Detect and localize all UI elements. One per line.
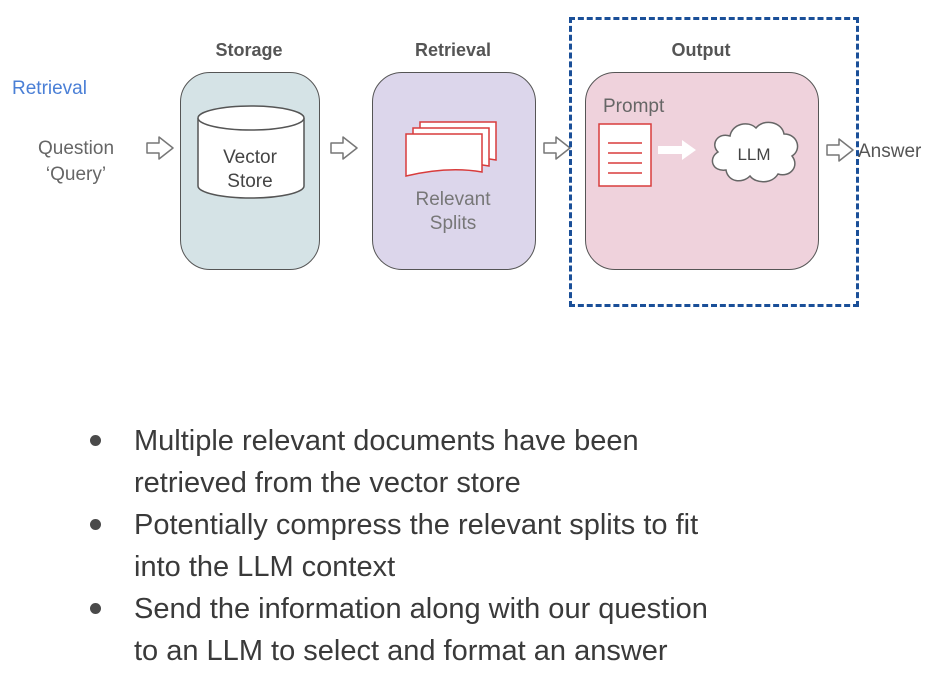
llm-label: LLM <box>737 145 771 164</box>
bullet-item: Send the information along with our ques… <box>90 588 910 672</box>
database-cylinder-icon <box>197 105 305 199</box>
storage-header: Storage <box>215 40 283 60</box>
relevant-splits-line-1: Relevant <box>415 189 491 210</box>
answer-label: Answer <box>858 141 922 162</box>
bullet-item: Multiple relevant documents have been re… <box>90 420 910 504</box>
flow-arrow-icon <box>826 138 854 162</box>
retrieval-stage <box>372 72 536 270</box>
flow-arrow-icon <box>330 136 358 160</box>
bullet-line: Potentially compress the relevant splits… <box>134 509 699 541</box>
bullet-item: Potentially compress the relevant splits… <box>90 504 910 588</box>
bullet-line: into the LLM context <box>134 551 396 583</box>
output-header: Output <box>671 40 731 60</box>
vector-store-line-2: Store <box>227 171 273 192</box>
retrieval-header: Retrieval <box>414 40 492 60</box>
flow-arrow-icon <box>543 136 571 160</box>
cloud-icon <box>711 121 799 183</box>
bullet-list: Multiple relevant documents have been re… <box>90 420 910 672</box>
question-label: Question ‘Query’ <box>26 136 126 188</box>
prompt-document-icon <box>598 123 652 187</box>
bullet-line: Multiple relevant documents have been <box>134 425 639 457</box>
document-stack-icon <box>405 121 497 177</box>
prompt-label: Prompt <box>603 96 665 117</box>
relevant-splits-line-2: Splits <box>429 213 477 234</box>
question-label-line-2: ‘Query’ <box>45 164 107 185</box>
bullet-line: to an LLM to select and format an answer <box>134 635 668 667</box>
arrow-right-icon <box>658 140 696 160</box>
bullet-line: Send the information along with our ques… <box>134 593 708 625</box>
vector-store-line-1: Vector <box>223 147 277 168</box>
output-highlight-box <box>569 17 859 307</box>
bullet-line: retrieved from the vector store <box>134 467 521 499</box>
retrieval-side-label: Retrieval <box>12 78 87 99</box>
flow-arrow-icon <box>146 136 174 160</box>
relevant-splits-label: Relevant Splits <box>388 188 518 236</box>
vector-store-label: Vector Store <box>200 146 300 194</box>
question-label-line-1: Question <box>37 138 115 159</box>
